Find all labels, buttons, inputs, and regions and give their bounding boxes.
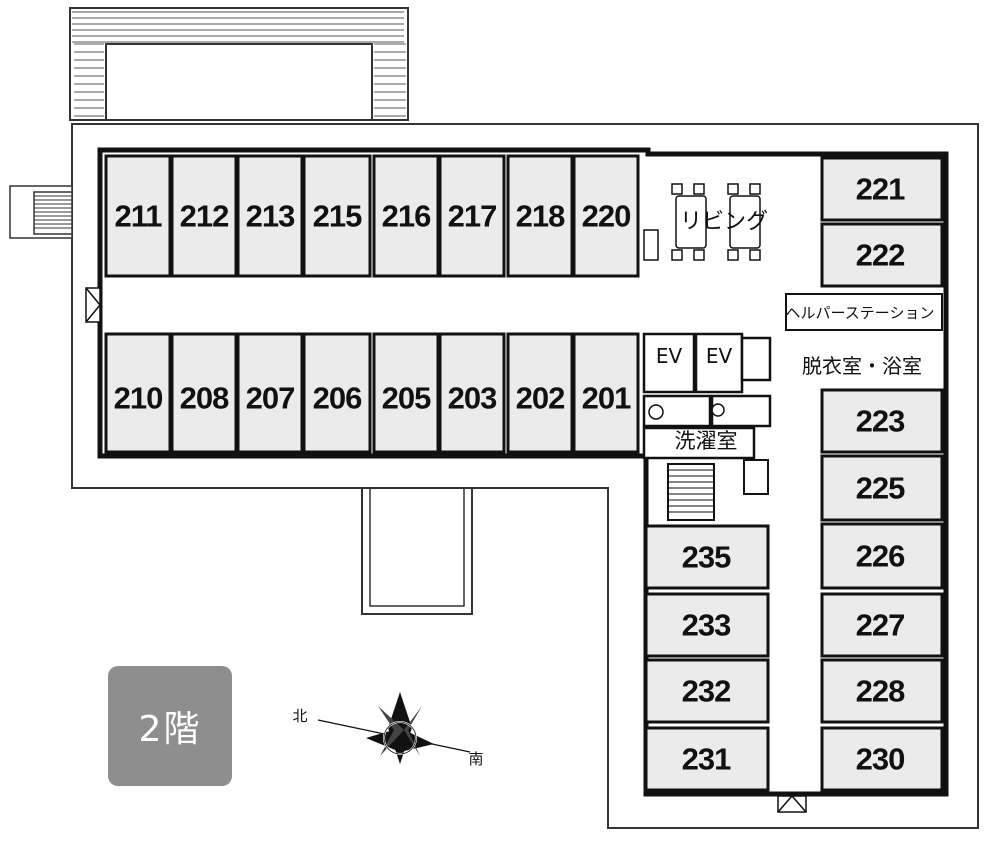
helper-station-area bbox=[785, 293, 943, 331]
laundry-label: 洗濯室 bbox=[675, 429, 738, 453]
room-number: 203 bbox=[448, 381, 497, 416]
room-number: 231 bbox=[682, 742, 731, 777]
south-row-rooms bbox=[104, 332, 640, 454]
room-number: 207 bbox=[246, 381, 295, 416]
room-number: 205 bbox=[382, 381, 431, 416]
floor-badge: 2階 bbox=[108, 666, 232, 786]
balcony-outline bbox=[71, 123, 979, 829]
east-stair bbox=[667, 459, 769, 521]
compass-icon: 北 南 bbox=[292, 692, 484, 768]
compass-north-label: 北 bbox=[292, 707, 307, 725]
room-number: 208 bbox=[180, 381, 229, 416]
changing-bath-label: 脱衣室・浴室 bbox=[802, 354, 922, 378]
room-number: 233 bbox=[682, 608, 731, 643]
room-number: 230 bbox=[856, 742, 905, 777]
room-number: 216 bbox=[382, 199, 431, 234]
living-label: リビング bbox=[680, 210, 768, 235]
north-row-numbers: 211 212 213 215 216 217 218 220 bbox=[114, 199, 631, 234]
room-number: 218 bbox=[516, 199, 565, 234]
south-projection bbox=[361, 487, 473, 615]
east-column-rooms bbox=[820, 156, 944, 792]
room-number: 228 bbox=[856, 674, 905, 709]
room-number: 201 bbox=[582, 381, 631, 416]
compass-south-label: 南 bbox=[468, 750, 483, 768]
west-stair bbox=[9, 185, 73, 239]
room-number: 206 bbox=[313, 381, 362, 416]
helper-station-label: ヘルパーステーション bbox=[786, 304, 935, 322]
room-number: 221 bbox=[856, 172, 905, 207]
north-row-rooms bbox=[104, 154, 640, 278]
room-number: 212 bbox=[180, 199, 229, 234]
west-column-rooms bbox=[644, 524, 770, 792]
service-block bbox=[642, 332, 772, 460]
living-furniture bbox=[643, 183, 761, 261]
room-number: 211 bbox=[114, 199, 162, 234]
room-number: 226 bbox=[856, 539, 905, 574]
elevator-label-1: EV bbox=[656, 344, 683, 368]
entrance-doors bbox=[85, 287, 807, 813]
south-row-numbers: 210 208 207 206 205 203 202 201 bbox=[114, 381, 632, 416]
room-number: 217 bbox=[448, 199, 497, 234]
room-number: 235 bbox=[682, 540, 731, 575]
room-number: 213 bbox=[246, 199, 295, 234]
west-column-numbers: 235 233 232 231 bbox=[682, 540, 732, 777]
east-corridor bbox=[770, 160, 820, 790]
room-number: 215 bbox=[313, 199, 362, 234]
main-corridor bbox=[104, 284, 644, 328]
room-number: 223 bbox=[856, 404, 905, 439]
building-walls bbox=[97, 147, 949, 797]
roof-structure bbox=[69, 7, 409, 121]
elevator-label-2: EV bbox=[706, 344, 733, 368]
room-number: 225 bbox=[856, 471, 905, 506]
east-column-numbers: 221 222 223 225 226 227 228 230 bbox=[856, 172, 906, 777]
room-number: 227 bbox=[856, 608, 905, 643]
room-number: 232 bbox=[682, 674, 731, 709]
room-number: 210 bbox=[114, 381, 163, 416]
room-number: 220 bbox=[582, 199, 631, 234]
room-number: 222 bbox=[856, 238, 905, 273]
room-number: 202 bbox=[516, 381, 565, 416]
